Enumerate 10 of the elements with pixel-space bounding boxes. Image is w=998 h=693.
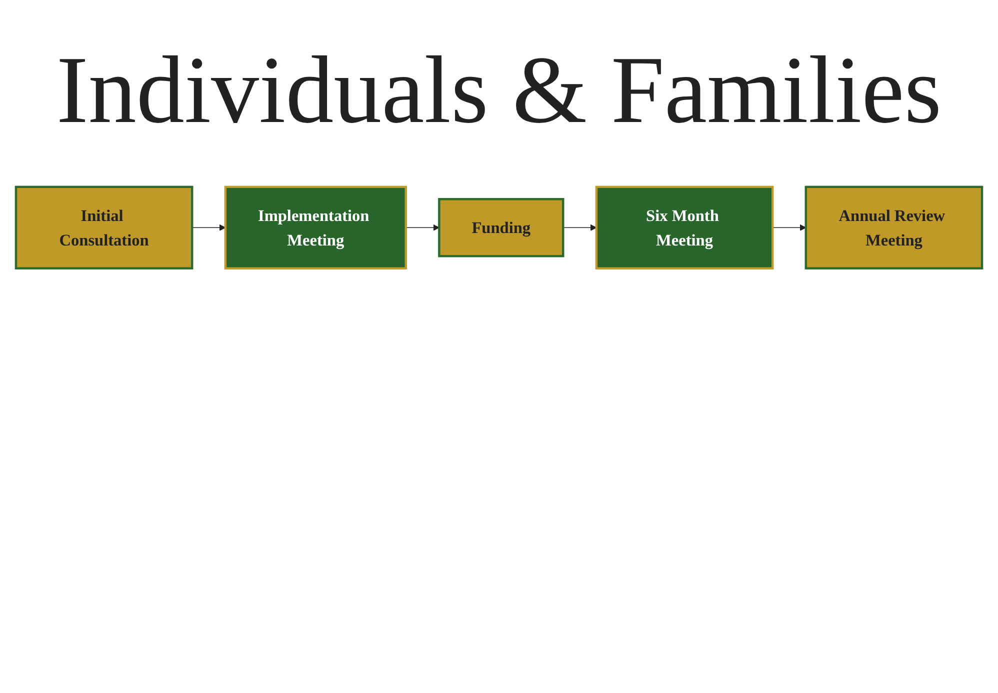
arrow xyxy=(406,224,440,231)
node-box: Funding xyxy=(438,198,564,258)
node-box: Initial Consultation xyxy=(14,186,194,270)
node-box: Annual Review Meeting xyxy=(804,186,984,270)
node-box: Implementation Meeting xyxy=(224,186,407,270)
title: Individuals & Families xyxy=(56,40,942,141)
arrow xyxy=(562,224,597,231)
arrow xyxy=(772,224,806,231)
arrow xyxy=(192,224,226,231)
node-box: Six Month Meeting xyxy=(595,186,774,270)
